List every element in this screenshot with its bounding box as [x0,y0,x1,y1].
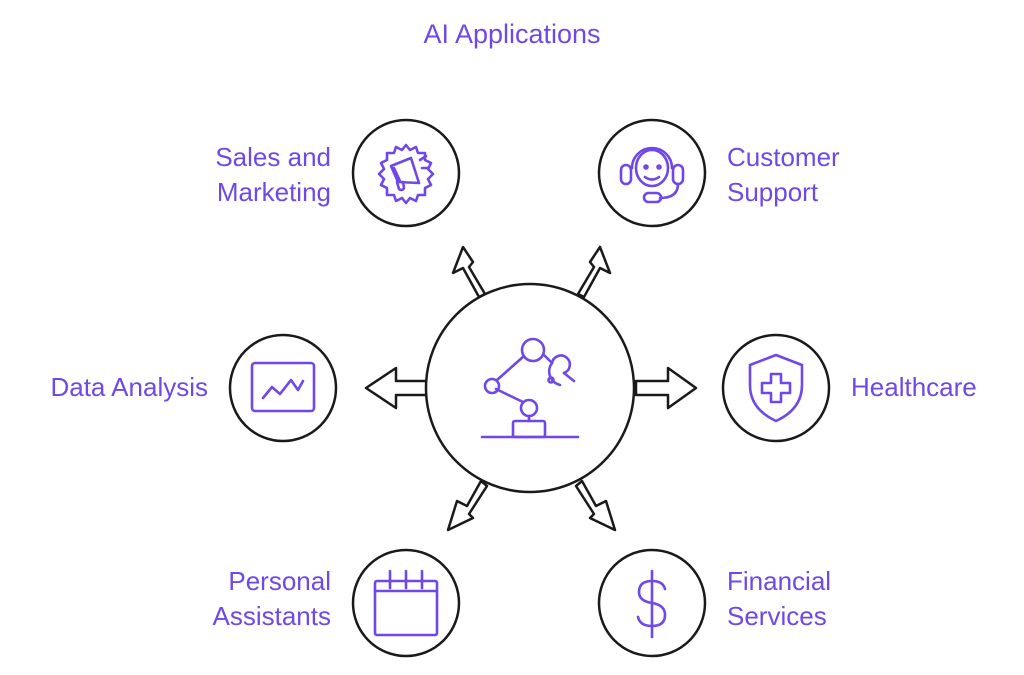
megaphone-icon [377,143,435,205]
calendar-icon [373,569,439,637]
arrow-to-data [364,366,430,410]
data-node-circle [228,333,338,443]
label-line: Healthcare [851,372,977,402]
arrow-to-financial [574,479,617,532]
label-personal-assistants: Personal Assistants [213,564,332,634]
arrow-to-assistants [446,479,489,532]
headset-agent-icon [619,146,685,204]
arrow-to-health [634,366,698,410]
label-line: Personal [228,566,331,596]
label-data-analysis: Data Analysis [50,370,208,405]
label-sales-and-marketing: Sales and Marketing [215,140,331,210]
label-line: Services [727,601,827,631]
label-line: Sales and [215,142,331,172]
hub-circle [424,282,636,494]
label-healthcare: Healthcare [851,370,977,405]
shield-cross-icon [748,353,804,423]
label-line: Support [727,177,819,207]
health-node-circle [721,333,831,443]
line-chart-icon [250,361,316,413]
arrow-to-support [576,245,612,299]
label-line: Customer [727,142,840,172]
diagram-title: AI Applications [423,19,601,49]
label-line: Financial [727,566,832,596]
robot-arm-icon [480,337,580,439]
label-line: Assistants [212,601,332,631]
assistants-node-circle [351,548,461,658]
label-line: Data Analysis [50,372,208,402]
label-financial-services: Financial Services [727,564,831,634]
label-line: Marketing [216,177,331,207]
label-customer-support: Customer Support [727,140,840,210]
sales-node-circle [351,118,461,228]
arrow-to-sales [451,245,487,299]
dollar-icon [636,569,667,639]
support-node-circle [597,118,707,228]
